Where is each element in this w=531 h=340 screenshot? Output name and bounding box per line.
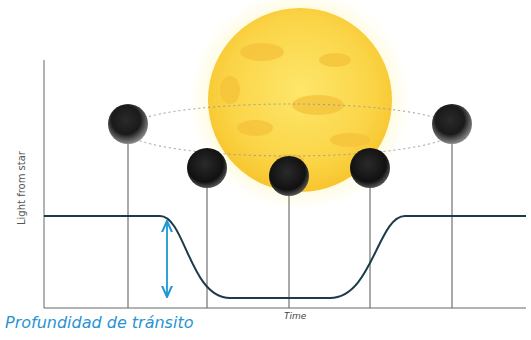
star-glow [188,0,412,212]
orbit [125,104,455,156]
caption-label: Profundidad de tránsito [5,313,193,332]
drop-lines [128,144,452,308]
axis-label: Time [284,311,306,322]
axes [44,60,526,308]
light-curve [44,216,526,298]
planets [108,104,472,196]
depth-arrow [166,221,168,297]
axis-label: Light from star [16,151,28,225]
